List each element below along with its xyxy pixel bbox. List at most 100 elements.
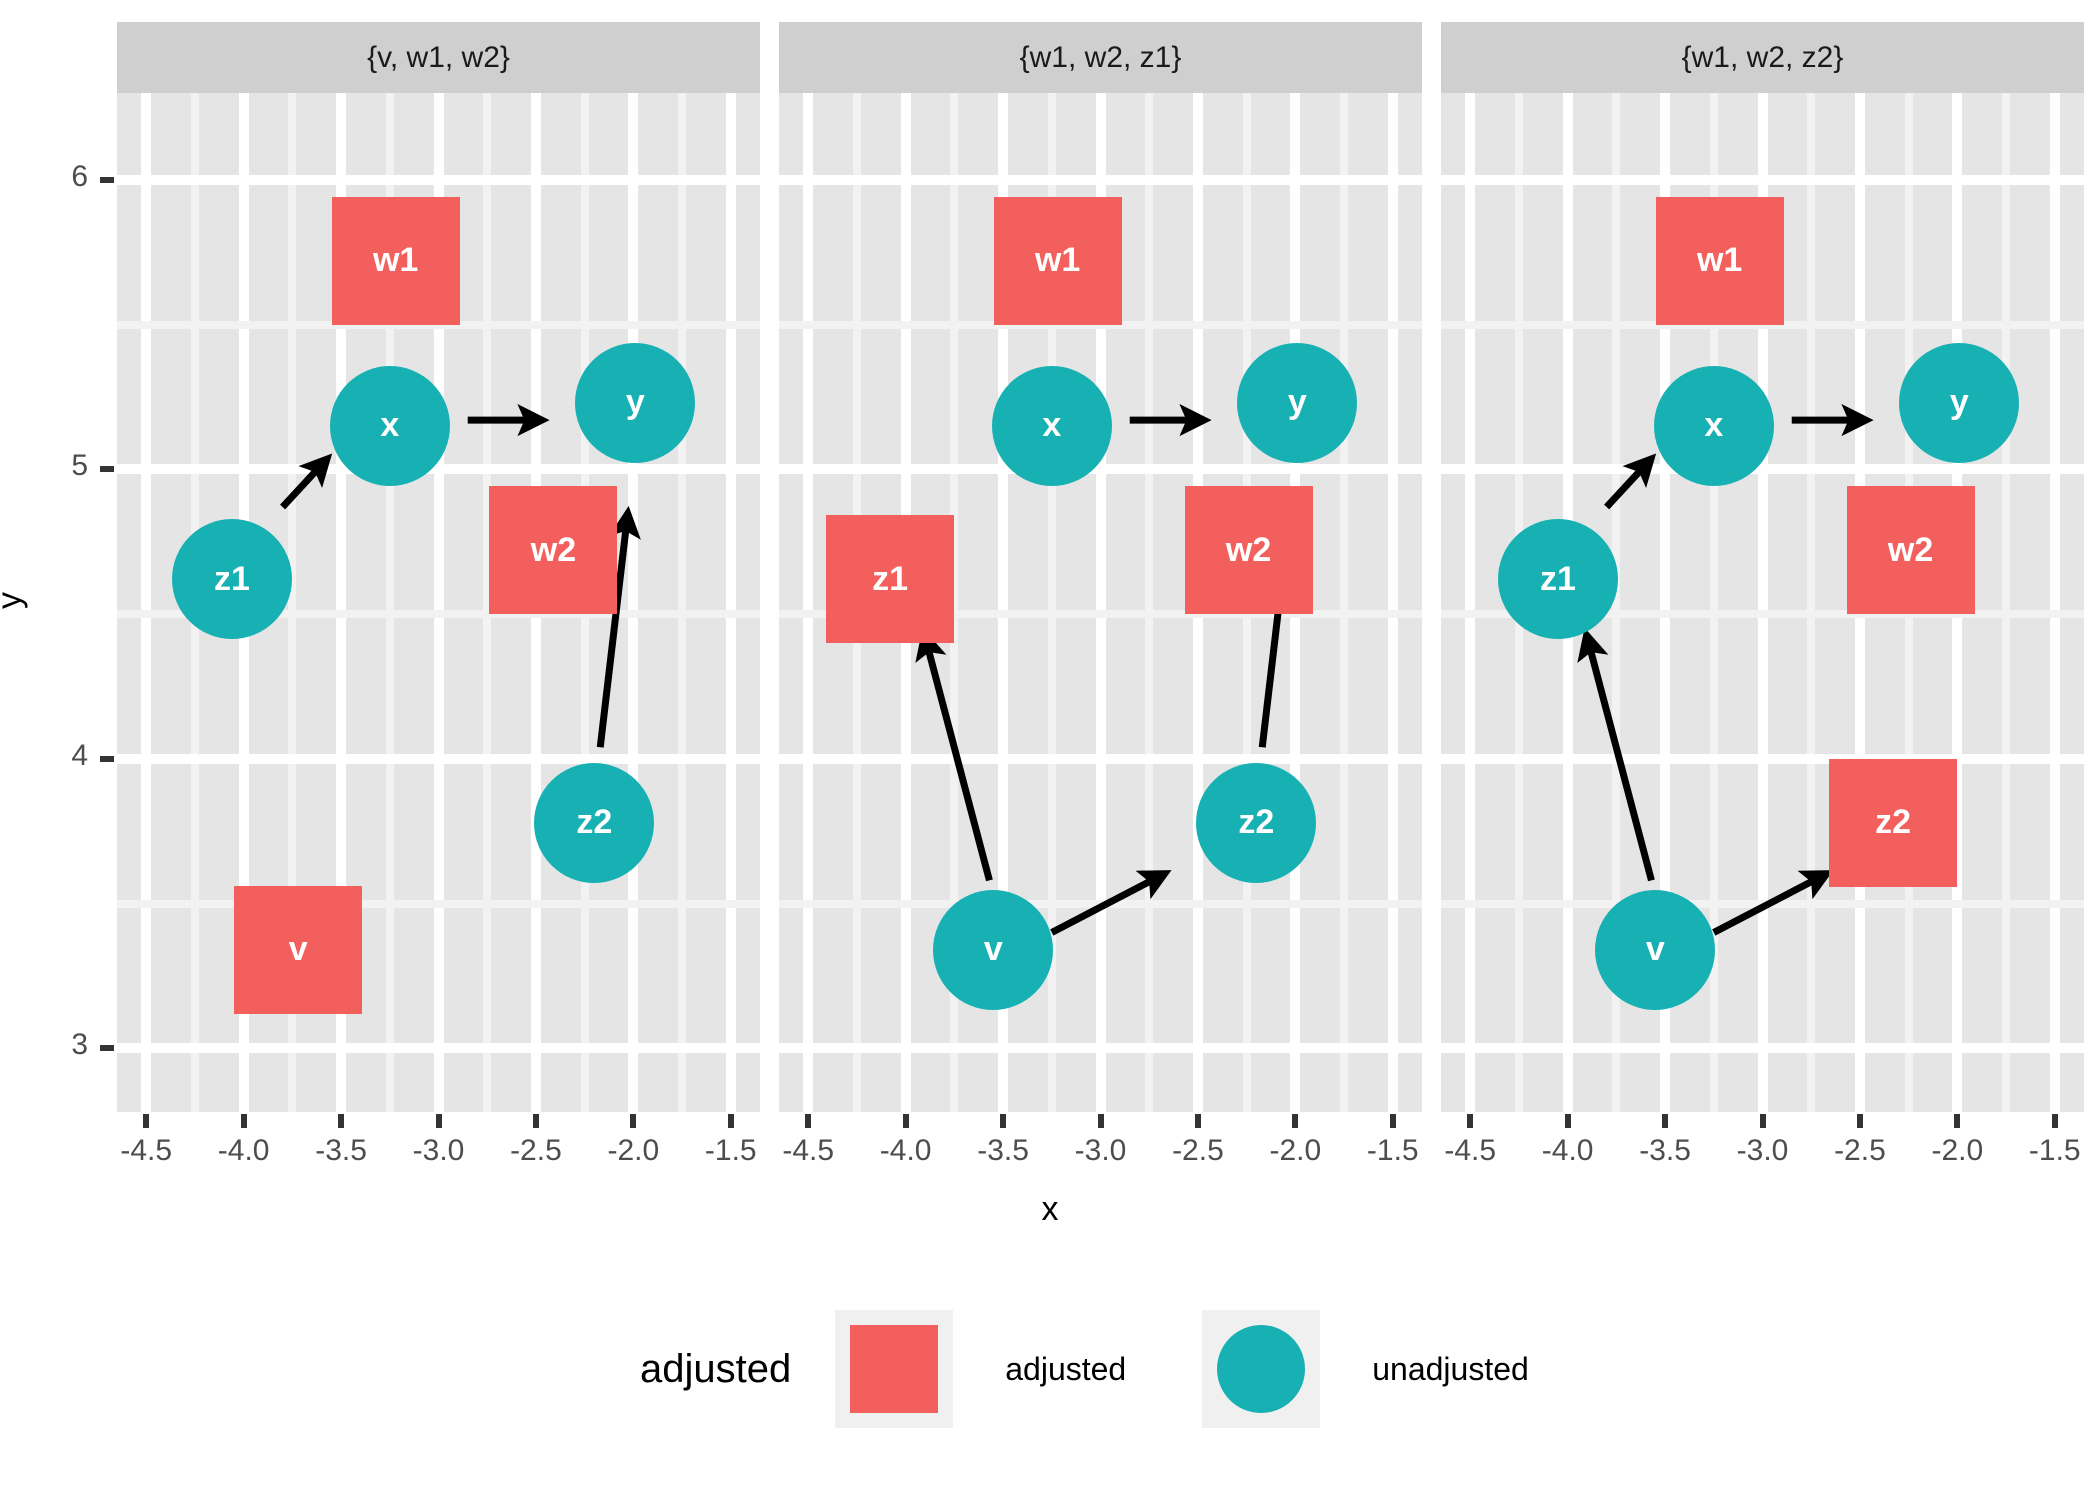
dag-node-label: x [1042, 406, 1062, 445]
gridline-major-x [1757, 93, 1768, 1112]
gridline-minor-x [950, 93, 959, 1112]
gridline-major-x [1660, 93, 1671, 1112]
x-tick-label: -4.5 [1444, 1134, 1497, 1167]
legend-key-adjusted [835, 1310, 954, 1428]
dag-node-label: y [1949, 383, 1969, 422]
dag-node-label: y [1287, 383, 1307, 422]
dag-node-z1: z1 [826, 515, 955, 644]
x-tick-mark [1097, 1114, 1104, 1128]
x-tick-mark [435, 1114, 442, 1128]
gridline-major-y [779, 464, 1422, 475]
dag-node-z1: z1 [171, 519, 292, 640]
facet-strip-label: {w1, w2, z2} [1681, 40, 1844, 74]
gridline-major-y [1441, 753, 2084, 764]
legend-title: adjusted [640, 1346, 792, 1391]
dag-node-y: y [1899, 342, 2020, 463]
x-tick-mark [240, 1114, 247, 1128]
facet-strip-3: {w1, w2, z2} [1441, 22, 2084, 93]
gridline-major-x [336, 93, 347, 1112]
legend-label: adjusted [1005, 1350, 1127, 1387]
dag-node-w2: w2 [1184, 486, 1313, 615]
gridline-minor-x [288, 93, 297, 1112]
gridline-minor-x [678, 93, 687, 1112]
gridline-major-y [1441, 464, 2084, 475]
x-tick-mark [1759, 1114, 1766, 1128]
dag-node-label: x [380, 406, 400, 445]
legend-swatch-square [850, 1325, 939, 1413]
dag-node-w1: w1 [1655, 196, 1784, 325]
gridline-minor-x [1145, 93, 1154, 1112]
gridline-major-y [117, 464, 760, 475]
x-tick-mark [1662, 1114, 1669, 1128]
y-tick-label: 6 [71, 159, 88, 193]
gridline-minor-y [1441, 610, 2084, 619]
gridline-major-y [117, 753, 760, 764]
dag-node-y: y [1237, 342, 1358, 463]
facet-strip-2: {w1, w2, z1} [779, 22, 1422, 93]
gridline-minor-y [779, 610, 1422, 619]
dag-node-label: w1 [1034, 241, 1081, 280]
gridline-minor-x [1612, 93, 1621, 1112]
x-tick-label: -4.0 [879, 1134, 932, 1167]
x-tick-label: -3.5 [977, 1134, 1029, 1167]
x-axis-title: x [1041, 1190, 1059, 1228]
dag-node-z2: z2 [1829, 758, 1958, 887]
dag-node-x: x [991, 365, 1112, 486]
dag-node-label: v [983, 930, 1003, 969]
x-tick-label: -2.0 [1931, 1134, 1984, 1167]
x-tick-label: -2.0 [1269, 1134, 1322, 1167]
dag-node-v: v [1595, 889, 1716, 1010]
y-tick-label: 4 [71, 738, 88, 772]
gridline-major-x [1387, 93, 1398, 1112]
dag-node-label: w1 [1696, 241, 1743, 280]
dag-node-label: x [1704, 406, 1724, 445]
dag-node-label: w2 [1887, 530, 1934, 569]
x-tick-mark [805, 1114, 812, 1128]
x-tick-label: -1.5 [1366, 1134, 1419, 1167]
y-tick-mark [100, 176, 114, 183]
gridline-major-x [998, 93, 1009, 1112]
y-axis-title: y [0, 520, 30, 680]
dag-node-v: v [933, 889, 1054, 1010]
dag-node-z2: z2 [534, 762, 655, 883]
gridline-minor-y [1441, 899, 2084, 908]
gridline-major-y [779, 174, 1422, 185]
x-tick-label: -3.0 [1074, 1134, 1127, 1167]
dag-node-x: x [1653, 365, 1774, 486]
x-tick-label: -3.5 [1639, 1134, 1691, 1167]
gridline-minor-x [2002, 93, 2011, 1112]
gridline-minor-y [117, 899, 760, 908]
x-tick-mark [1292, 1114, 1299, 1128]
facet-strip-label: {w1, w2, z1} [1019, 40, 1182, 74]
dag-node-y: y [575, 342, 696, 463]
dag-node-x: x [329, 365, 450, 486]
dag-node-w2: w2 [489, 486, 618, 615]
legend-key-unadjusted [1202, 1310, 1321, 1428]
dag-node-label: z2 [1238, 803, 1275, 841]
x-tick-mark [1389, 1114, 1396, 1128]
gridline-minor-y [779, 899, 1422, 908]
dag-node-label: z1 [1539, 559, 1576, 598]
gridline-minor-y [117, 610, 760, 619]
gridline-major-y [1441, 1043, 2084, 1054]
x-tick-label: -2.5 [510, 1134, 562, 1167]
x-tick-label: -4.5 [782, 1134, 835, 1167]
x-tick-mark [1000, 1114, 1007, 1128]
gridline-major-y [117, 1043, 760, 1054]
gridline-major-x [2049, 93, 2060, 1112]
gridline-major-x [1095, 93, 1106, 1112]
facet-strip-label: {v, w1, w2} [367, 40, 510, 74]
dag-node-label: z1 [213, 559, 250, 598]
x-tick-mark [727, 1114, 734, 1128]
y-tick-mark [100, 466, 114, 473]
x-tick-mark [1856, 1114, 1863, 1128]
x-tick-label: -2.5 [1172, 1134, 1224, 1167]
dag-node-w2: w2 [1846, 486, 1975, 615]
x-tick-label: -2.0 [607, 1134, 660, 1167]
x-tick-label: -3.0 [1736, 1134, 1789, 1167]
gridline-major-x [628, 93, 639, 1112]
y-tick-label: 5 [71, 449, 88, 483]
dag-node-label: z1 [872, 559, 909, 598]
legend-label: unadjusted [1372, 1350, 1529, 1387]
